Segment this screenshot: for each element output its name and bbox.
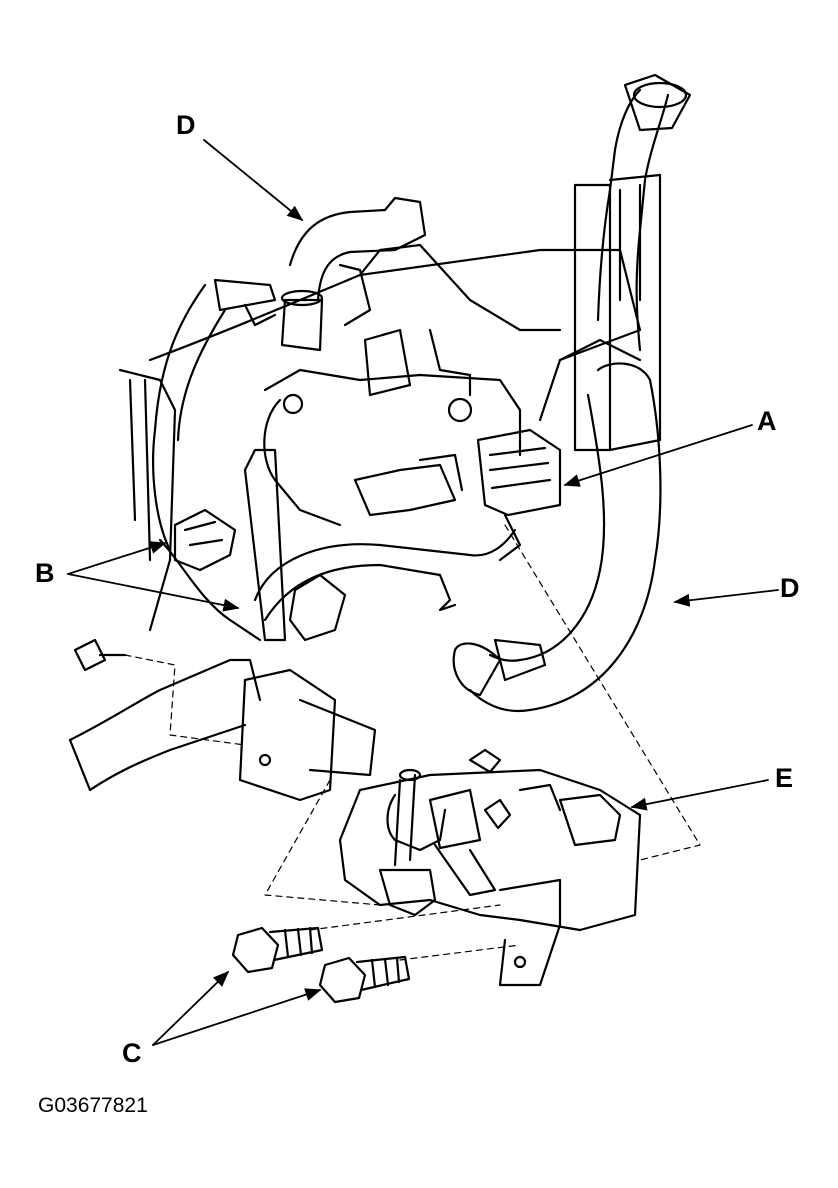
hose-lower-left	[68, 638, 377, 802]
leader-arrows	[67, 139, 779, 1046]
hose-d-right	[452, 73, 692, 713]
callout-e: E	[775, 763, 794, 793]
callout-b: B	[35, 558, 55, 588]
connector-a	[476, 428, 562, 562]
bolts-c	[231, 926, 411, 1004]
callout-d-right: D	[780, 573, 800, 603]
callout-d-top: D	[176, 110, 196, 140]
callout-a: A	[757, 406, 777, 436]
bracket-vertical	[558, 173, 662, 452]
harness-b	[158, 448, 517, 642]
hose-d-top	[152, 196, 427, 552]
valve-assembly-e	[338, 748, 642, 987]
figure-id: G03677821	[38, 1094, 148, 1117]
engine-block	[118, 243, 642, 632]
assembly-guide-lines	[124, 524, 701, 961]
callout-c: C	[122, 1038, 142, 1068]
